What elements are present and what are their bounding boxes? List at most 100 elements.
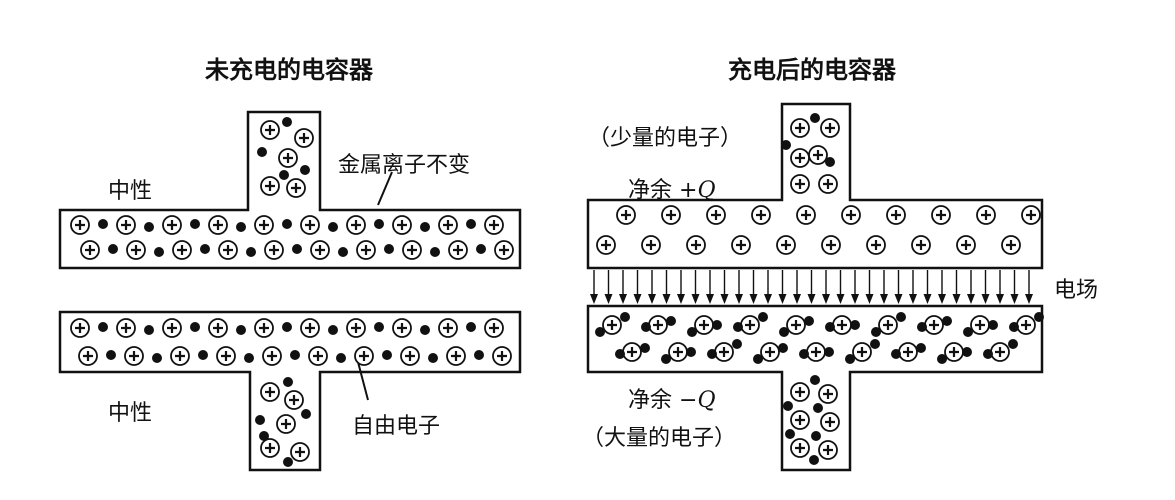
electron-dot: [466, 219, 476, 229]
electron-dot: [476, 244, 486, 254]
net-positive-label: 净余 +Q: [628, 172, 715, 204]
electron-dot: [374, 219, 384, 229]
electron-dot: [255, 415, 265, 425]
electron-dot: [937, 354, 947, 364]
plus-sign: [221, 351, 231, 361]
plus-sign: [871, 240, 881, 250]
plus-sign: [837, 320, 847, 330]
electron-dot: [382, 350, 392, 360]
field-arrowhead: [865, 294, 874, 304]
plus-sign: [823, 179, 833, 189]
electron-dot: [430, 247, 440, 257]
electron-dot: [374, 322, 384, 332]
electron-dot: [753, 354, 763, 364]
electron-dot: [282, 322, 292, 332]
plus-sign: [936, 210, 946, 220]
field-arrowhead: [981, 294, 990, 304]
electron-dot: [778, 343, 788, 353]
field-arrowhead: [662, 294, 671, 304]
field-arrowhead: [851, 294, 859, 304]
plus-sign: [351, 220, 361, 230]
plus-sign: [213, 323, 223, 333]
field-arrowhead: [952, 294, 961, 304]
plus-sign: [666, 210, 676, 220]
plus-sign: [265, 181, 275, 191]
net-negative-label: 净余 −Q: [628, 382, 715, 414]
uncharged-title: 未充电的电容器: [205, 56, 373, 84]
electron-dot: [420, 325, 430, 335]
electron-dot: [1008, 339, 1018, 349]
plus-sign: [825, 417, 835, 427]
plus-sign: [407, 245, 417, 255]
plus-sign: [269, 245, 279, 255]
plus-sign: [131, 245, 141, 255]
plus-sign: [315, 245, 325, 255]
electron-dot: [420, 222, 430, 232]
electron-dot: [279, 170, 289, 180]
free-electrons-pointer: [357, 361, 369, 401]
plus-sign: [443, 220, 453, 230]
plus-sign: [883, 320, 893, 330]
neutral-bottom-label: 中性: [108, 401, 153, 426]
field-arrowhead: [1025, 294, 1033, 304]
field-arrowhead: [880, 294, 888, 304]
electron-dot: [641, 322, 651, 332]
plus-sign: [795, 179, 805, 189]
plus-sign: [83, 351, 93, 361]
plus-sign: [846, 210, 856, 220]
field-arrowhead: [706, 294, 714, 304]
electron-dot: [615, 349, 625, 359]
net-positive-prefix: 净余 +: [628, 178, 698, 203]
electron-dot: [338, 247, 348, 257]
electron-dot: [988, 320, 998, 330]
field-arrowhead: [778, 294, 787, 304]
electron-dot: [474, 350, 484, 360]
net-positive-q: Q: [697, 178, 716, 203]
net-negative-prefix: 净余 −: [628, 388, 698, 413]
plus-sign: [756, 210, 766, 220]
field-arrowhead: [996, 294, 1004, 304]
plus-sign: [903, 347, 913, 357]
electron-dot: [687, 327, 697, 337]
plus-sign: [691, 240, 701, 250]
electron-dot: [259, 431, 269, 441]
many-electrons-label: （大量的电子）: [582, 426, 737, 451]
plus-sign: [351, 323, 361, 333]
plus-sign: [489, 323, 499, 333]
electron-dot: [301, 409, 311, 419]
plus-sign: [621, 210, 631, 220]
charged-top-plate: [586, 102, 1044, 270]
electron-dot: [661, 354, 671, 364]
plus-sign: [653, 320, 663, 330]
electron-dot: [244, 353, 254, 363]
field-arrowhead: [793, 294, 801, 304]
plus-sign: [813, 150, 823, 160]
electron-dot: [428, 353, 438, 363]
electron-dot: [144, 325, 154, 335]
electron-dot: [825, 157, 835, 167]
metal-ions-pointer: [377, 171, 393, 206]
electron-dot: [466, 322, 476, 332]
plus-sign: [283, 153, 293, 163]
plus-sign: [443, 323, 453, 333]
electron-dot: [783, 401, 793, 411]
field-arrowhead: [735, 294, 743, 304]
electron-dot: [686, 347, 696, 357]
electron-dot: [813, 403, 823, 413]
electron-dot: [246, 247, 256, 257]
electron-dot: [198, 350, 208, 360]
plus-sign: [129, 351, 139, 361]
electron-dot: [190, 322, 200, 332]
electron-dot: [983, 349, 993, 359]
field-arrowhead: [938, 294, 946, 304]
electron-dot: [962, 347, 972, 357]
plus-sign: [313, 351, 323, 361]
plus-sign: [1026, 210, 1036, 220]
plus-sign: [857, 347, 867, 357]
electron-dot: [732, 339, 742, 349]
plus-sign: [121, 220, 131, 230]
plus-sign: [801, 210, 811, 220]
plus-sign: [811, 347, 821, 357]
plus-sign: [825, 123, 835, 133]
plus-sign: [949, 347, 959, 357]
